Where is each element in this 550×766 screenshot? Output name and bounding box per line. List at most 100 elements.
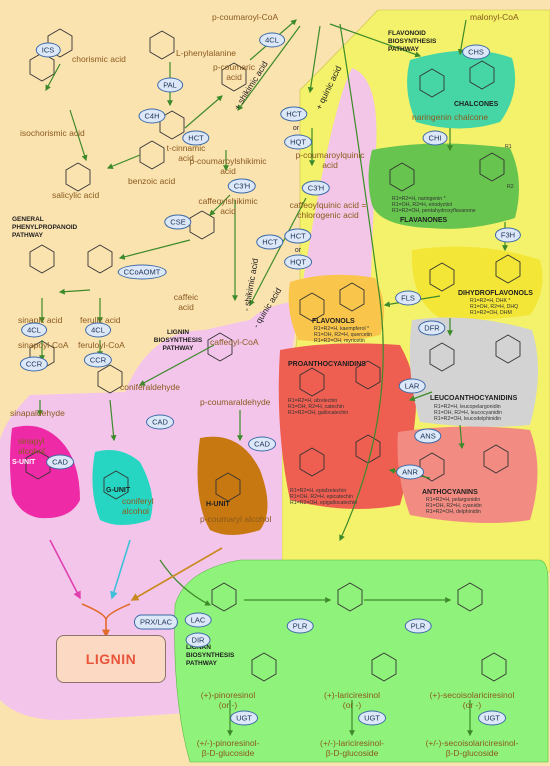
label-secoisolariciresinol-glucoside-2: β-D-glucoside [445,748,499,758]
h-unit-label: H-UNIT [206,501,230,508]
label-coniferyl-alcohol-2: alcohol [122,506,149,516]
lignan-pathway-title-1: LIGNAN [186,644,211,651]
enzyme-4cl-top: 4CL [259,32,285,48]
label-sinapyl-alcohol-1: sinapyl [18,436,45,446]
enzyme-hct-2: HCT [280,106,308,122]
label-or-2: or [294,247,302,254]
label-secoisolariciresinol: (+)-secoisolariciresinol [429,690,515,700]
lignin-box: LIGNIN [56,635,166,683]
h-unit-blob [197,436,268,535]
label-coniferaldehyde: coniferaldehyde [120,382,181,392]
enzyme-chi: CHI [422,130,448,146]
label-feruloyl-coa: feruloyl-CoA [78,340,125,350]
enzyme-hct-3: HCT [256,234,284,250]
enzyme-ugt-2: UGT [358,710,386,726]
flavonols-line-3: R1=R2=OH, myricetin [314,338,365,344]
flavonoid-pathway-title-1: FLAVONOID [388,30,426,37]
label-p-coumaryl-alcohol: p-coumaryl alcohol [200,514,272,524]
label-p-coumaroyl-coa: p-coumaroyl-CoA [212,12,279,22]
label-pinoresinol-glucoside-1: (+/-)-pinoresinol- [196,738,260,748]
label-pinoresinol-or: (or -) [218,700,238,710]
general-pathway-title-3: PATHWAY [12,232,43,239]
lignan-region [174,559,549,763]
label-l-phenylalanine: L-phenylalanine [176,48,237,58]
h-unit-arrow [130,547,223,601]
enzyme-pal: PAL [157,77,183,93]
enzyme-anr: ANR [396,464,424,480]
label-sinapyl-alcohol-2: alcohol [18,446,45,456]
label-sinapic-acid: sinapic acid [18,315,63,325]
label-pinoresinol: (+)-pinoresinol [200,690,256,700]
label-lariciresinol-glucoside-2: β-D-glucoside [325,748,379,758]
flavanones-label: FLAVANONES [400,217,448,224]
anthocyanins-label: ANTHOCYANINS [422,489,478,496]
leucoanthocyanidins-blob [409,317,539,427]
enzyme-fls: FLS [395,290,421,306]
flavonoid-pathway-title-3: PATHWAY [388,46,419,53]
g-unit-blob [92,449,153,525]
s-unit-blob [10,425,80,519]
enzyme-f3h: F3H [494,227,522,243]
enzyme-chs: CHS [462,44,490,60]
proantho-line-3: R1=R2=OH, gallocatechin [288,410,349,416]
dihydro-line-2: R1=OH, R2=H, DHQ [470,304,519,310]
flavanones-blob [368,143,519,229]
enzyme-lac: LAC [184,612,212,628]
enzyme-hct-4: HCT [284,228,312,244]
label-malonyl-coa: malonyl-CoA [470,12,519,22]
flavonols-line-1: R1=R2=H, kaempferol * [314,326,370,332]
enzyme-ccoaomt: CCoAOMT [117,264,167,280]
enzyme-ugt-1: UGT [230,710,258,726]
proanthocyanidins-label: PROANTHOCYANIDINS [288,361,366,368]
flavanones-line-1: R1=R2=H, naringenin * [392,196,446,202]
pathway-arrows [37,19,508,737]
label-ferulic-acid: ferulic acid [80,315,121,325]
enzyme-cad-g: CAD [146,414,174,430]
enzyme-dir: DIR [185,632,211,648]
enzyme-ugt-3: UGT [478,710,506,726]
enzyme-ccr-g: CCR [83,352,113,368]
label-caffeoylquinic-1: caffeoylquinic acid = [289,200,367,210]
flavonols-blob [288,274,384,342]
label-lariciresinol-or: (or -) [342,700,362,710]
label-pinoresinol-glucoside-2: β-D-glucoside [201,748,255,758]
s-unit-label: S-UNIT [12,459,36,466]
enzyme-cad-h: CAD [248,436,276,452]
enzyme-plr-2: PLR [404,618,432,634]
label-lariciresinol-glucoside-1: (+/-)-lariciresinol- [320,738,384,748]
enzyme-prx-lac: PRX/LAC [133,614,179,630]
flavonoid-pathway-title-2: BIOSYNTHESIS [388,38,437,45]
enzyme-c3h-1: C3'H [227,178,257,194]
enzyme-cse: CSE [164,214,192,230]
label-p-coumaroylshikimic-2: acid [220,166,236,176]
label-caffeic-acid-2: acid [178,302,194,312]
flavanones-line-3: R1=R2=OH, pentahydroxyflavanone [392,208,476,214]
proantho-line-4: R1=R2=H, epiafzelechin [290,488,347,494]
enzyme-cad-s: CAD [46,454,74,470]
label-coniferyl-alcohol-1: coniferyl [122,496,154,506]
antho-line-3: R1=R2=OH, delphinidin [426,509,481,515]
enzyme-ans: ANS [414,428,442,444]
dihydroflavonols-label: DIHYDROFLAVONOLS [458,290,533,297]
enzyme-c4h: C4H [138,108,166,124]
leuco-line-1: R1=R2=H, leucopelargonidin [434,404,501,410]
label-t-cinnamic-acid-1: t-cinnamic [166,143,206,153]
lignin-pathway-title-1: LIGNIN [166,329,190,336]
label-p-coumaroylquinic-1: p-coumaroylquinic [295,150,365,160]
anthocyanins-blob [397,426,538,524]
r2-label: R2 [507,184,514,190]
lignin-region [0,68,377,720]
lignan-pathway-title-3: PATHWAY [186,660,217,667]
enzyme-lar: LAR [398,378,426,394]
label-caffeoylshikimic-2: acid [220,206,236,216]
enzyme-ics: ICS [35,42,61,58]
molecule-structures [25,28,521,682]
enzyme-dfr: DFR [418,320,446,336]
label-isochorismic-acid: isochorismic acid [20,128,85,138]
chalcones-label: CHALCONES [454,101,499,108]
antho-line-2: R1=OH, R2=H, cyanidin [426,503,482,509]
label-p-coumaraldehyde: p-coumaraldehyde [200,397,271,407]
dihydro-line-1: R1=R2=H, DHK * [470,298,511,304]
proantho-line-1: R1=R2=H, afzelechin [288,398,338,404]
